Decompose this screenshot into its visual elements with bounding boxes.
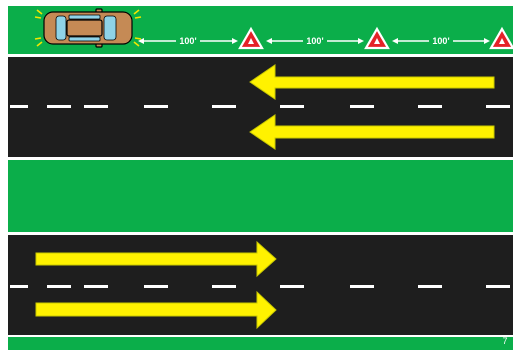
warning-triangle-icon [238,26,264,50]
lane-dash [212,285,236,288]
lane-dash [47,285,71,288]
upper-traffic-arrows [249,64,495,150]
lane-dash [418,105,442,108]
lower-lane-divider [10,285,510,288]
median-grass [8,160,513,232]
distance-marker: 100' [392,36,490,46]
lane-dash [144,105,168,108]
lane-dash [350,105,374,108]
distance-label: 100' [306,36,323,46]
traffic-arrow-icon [249,64,495,100]
lane-dash [144,285,168,288]
lane-dash [486,285,510,288]
warning-triangle-icon [364,26,390,50]
shoulder-grass-bottom [8,337,513,350]
lane-dash [350,285,374,288]
lane-dash [10,285,28,288]
lane-dash [212,105,236,108]
lane-dash [486,105,510,108]
traffic-arrow-icon [35,240,277,278]
distance-marker: 100' [138,36,238,46]
traffic-arrow-icon [249,114,495,150]
lane-dash [10,105,28,108]
lane-dash [418,285,442,288]
warning-triangle-icon [489,26,515,50]
distance-label: 100' [432,36,449,46]
lane-dash [280,105,304,108]
upper-lane-divider [10,105,510,108]
page-number: 7 [502,336,507,346]
lower-traffic-arrows [35,240,277,330]
distance-marker: 100' [266,36,364,46]
lane-dash [84,285,108,288]
distance-label: 100' [179,36,196,46]
lane-dash [280,285,304,288]
warning-device-spacing: 100' 100' 100' [138,26,515,50]
lane-dash [47,105,71,108]
car-top-view-icon [34,8,142,48]
traffic-arrow-icon [35,290,277,330]
lane-dash [84,105,108,108]
